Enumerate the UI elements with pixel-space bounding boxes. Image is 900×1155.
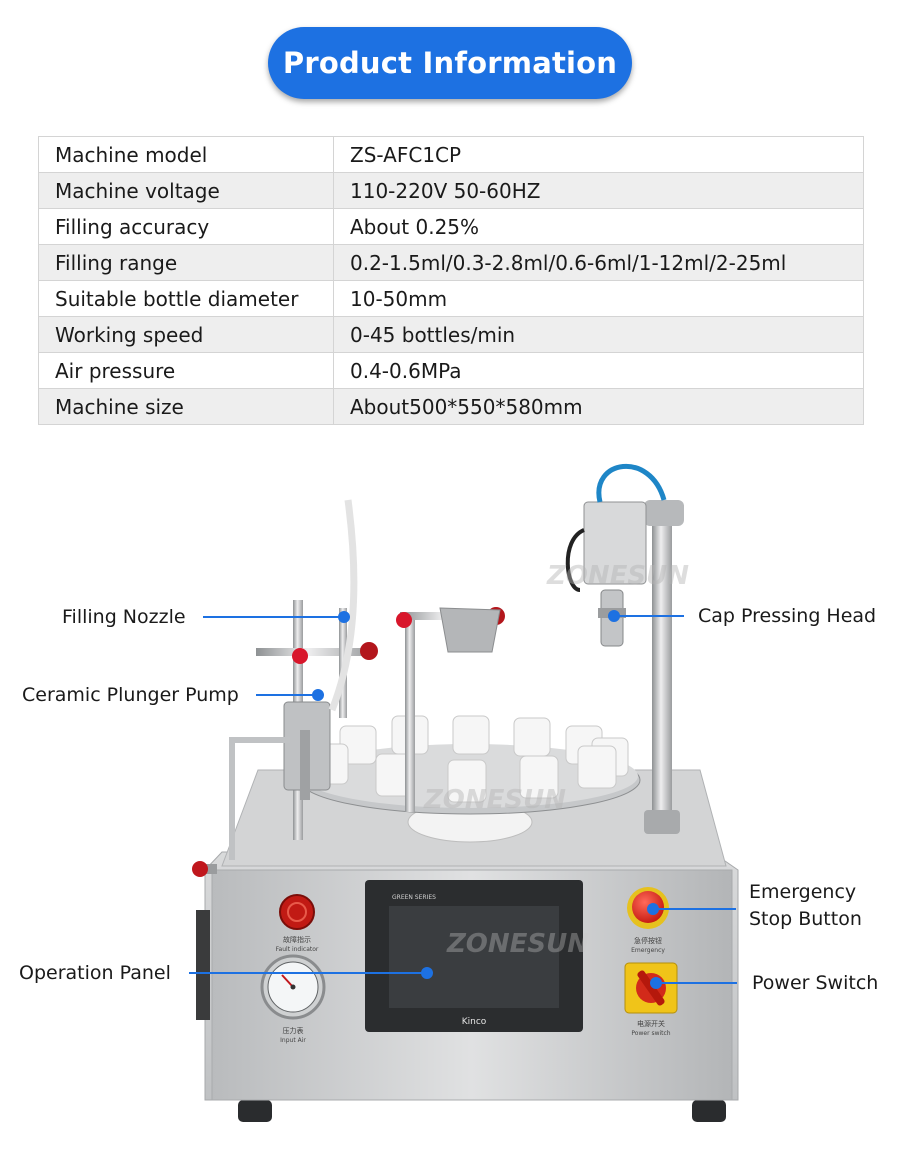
screen-series: GREEN SERIES (392, 894, 436, 901)
callout-ceramic-pump: Ceramic Plunger Pump (22, 684, 239, 706)
spec-key: Filling range (38, 244, 334, 281)
spec-value: About500*550*580mm (333, 388, 864, 425)
screen-brand: Kinco (462, 1017, 487, 1027)
side-knob-stem (205, 864, 217, 874)
stand-knob (396, 612, 412, 628)
power-label-cn: 电源开关 (637, 1019, 665, 1028)
section-title-badge: Product Information (268, 27, 632, 99)
fault-label-en: Fault indicator (276, 946, 319, 953)
emergency-label-en: Emergency (631, 947, 665, 954)
callout-cap-pressing-head: Cap Pressing Head (698, 605, 877, 627)
spec-key: Suitable bottle diameter (38, 280, 334, 317)
watermark: ZONESUN (423, 785, 566, 815)
callout-dot-cap-pressing-head (608, 610, 620, 622)
pressure-gauge-icon (260, 954, 326, 1020)
spec-value: 0.4-0.6MPa (333, 352, 864, 389)
spec-key: Machine size (38, 388, 334, 425)
spec-value: ZS-AFC1CP (333, 136, 864, 173)
power-label-en: Power switch (631, 1030, 670, 1037)
stand-knob (360, 642, 378, 660)
gauge-label-cn: 压力表 (283, 1026, 304, 1035)
capping-column-base (644, 810, 680, 834)
callout-dot-operation-panel (421, 967, 433, 979)
callout-emergency-line2: Stop Button (749, 908, 862, 930)
filling-tube (328, 499, 358, 712)
watermark: ZONESUN (546, 561, 689, 591)
air-hose (596, 463, 667, 503)
spec-key: Filling accuracy (38, 208, 334, 245)
spec-key: Machine voltage (38, 172, 334, 209)
bottle-holders (311, 715, 629, 803)
machine-foot (692, 1100, 726, 1122)
spec-value: 0-45 bottles/min (333, 316, 864, 353)
spec-value: About 0.25% (333, 208, 864, 245)
section-title: Product Information (282, 46, 618, 80)
air-hose (565, 528, 586, 592)
operation-panel-screen (389, 906, 559, 1008)
spec-key: Machine model (38, 136, 334, 173)
fault-indicator-icon (279, 894, 315, 930)
callout-dot-filling-nozzle (338, 611, 350, 623)
capping-column (652, 522, 672, 832)
spec-value: 110-220V 50-60HZ (333, 172, 864, 209)
spec-value: 10-50mm (333, 280, 864, 317)
side-bracket (196, 910, 210, 1020)
emergency-label-cn: 急停按钮 (634, 936, 662, 945)
machine-foot (238, 1100, 272, 1122)
stand-knob (292, 648, 308, 664)
watermark: ZONESUN (446, 929, 589, 959)
cap-holder-pole (405, 612, 415, 812)
spec-value: 0.2-1.5ml/0.3-2.8ml/0.6-6ml/1-12ml/2-25m… (333, 244, 864, 281)
callout-dot-ceramic-pump (312, 689, 324, 701)
machine-illustration: 故障指示 Fault indicator 压力表 Input Air GREEN… (189, 463, 739, 1122)
callout-dot-emergency (647, 903, 659, 915)
callout-power-switch: Power Switch (752, 972, 879, 994)
spec-key: Air pressure (38, 352, 334, 389)
pump-stand-arm (256, 648, 372, 656)
fault-label-cn: 故障指示 (283, 935, 311, 944)
callout-filling-nozzle: Filling Nozzle (62, 606, 186, 628)
spec-key: Working speed (38, 316, 334, 353)
cap-chute (439, 607, 501, 653)
gauge-label-en: Input Air (280, 1037, 306, 1044)
air-cylinder (583, 501, 647, 585)
pump-rod (300, 730, 310, 800)
callout-emergency-line1: Emergency (749, 881, 857, 903)
power-switch-icon (624, 962, 678, 1014)
callout-operation-panel: Operation Panel (19, 962, 171, 984)
pump-side-pipe (229, 737, 290, 860)
capping-top-block (644, 500, 684, 526)
side-knob (192, 861, 208, 877)
callout-dot-power-switch (650, 977, 662, 989)
